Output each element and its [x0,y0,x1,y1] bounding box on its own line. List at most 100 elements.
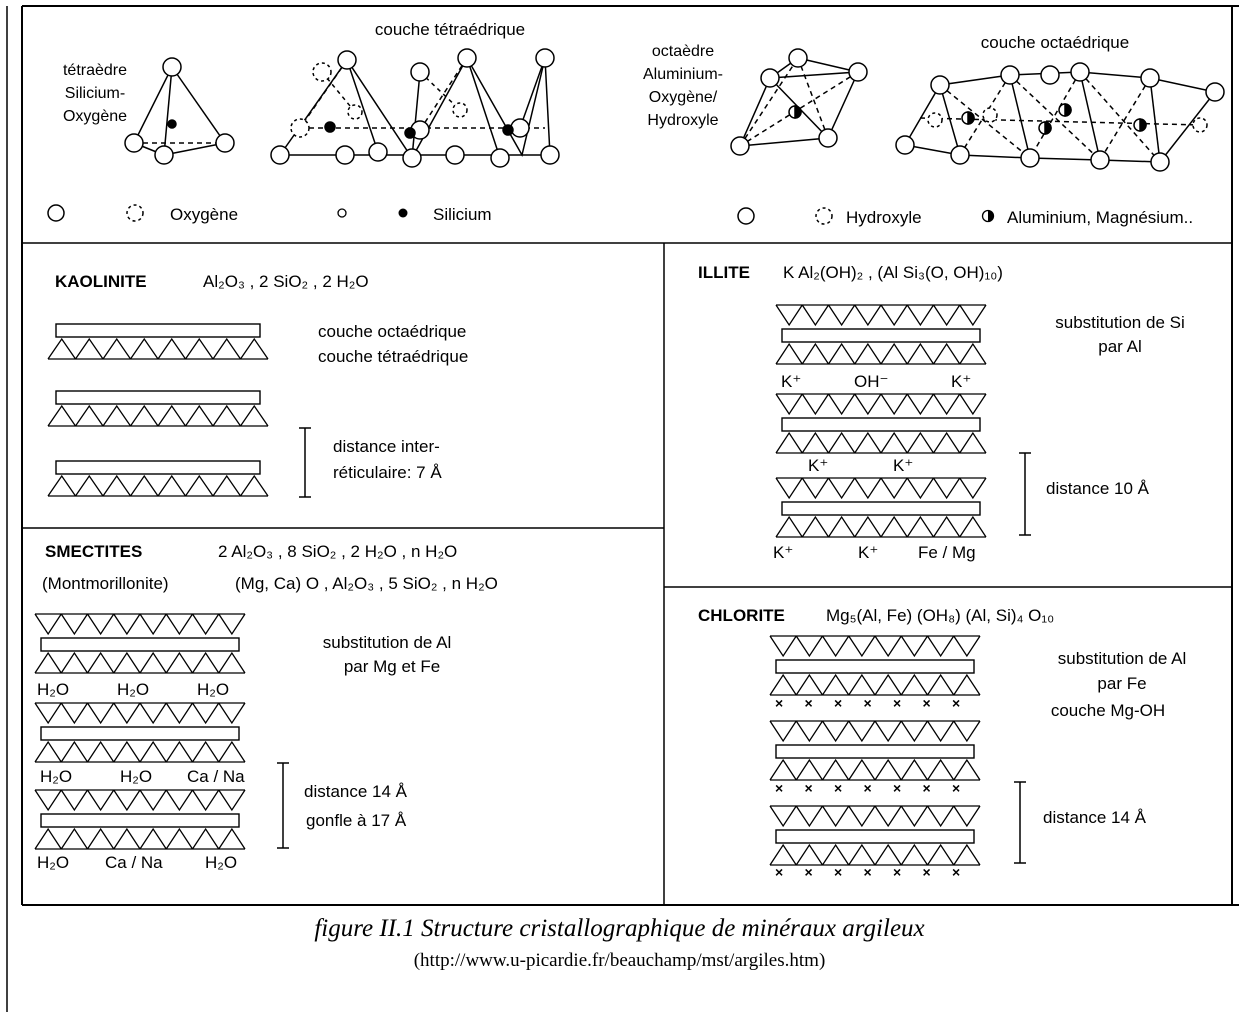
figure-source-url: (http://www.u-picardie.fr/beauchamp/mst/… [413,950,826,971]
illite-title: ILLITE [698,263,750,282]
chlorite-brucite-row-2: ××××××× [775,780,960,796]
chlorite-note-1: substitution de Al [1058,649,1187,668]
octa-label-1: octaèdre [652,43,714,60]
silicium-hidden-marker [337,208,347,218]
kaolinite-label-octa: couche octaédrique [318,322,466,341]
illite-layer-3 [775,477,987,538]
legend-hydroxyle: Hydroxyle [846,208,922,227]
chlorite-note-3: couche Mg-OH [1051,701,1165,720]
svg-text:×: × [805,695,813,711]
kaolinite-formula: Al₂O₃ , 2 SiO₂ , 2 H₂O [203,272,369,291]
structures-section: tétraèdre Silicium- Oxygène couche tétra… [47,20,1225,227]
illite-layer-2 [775,393,987,454]
chlorite-panel: CHLORITE Mg₅(Al, Fe) (OH₈) (Al, Si)₄ O₁₀… [698,606,1186,880]
illite-ion-1a: K⁺ [781,372,801,391]
kaolinite-distance-1: distance inter- [333,437,440,456]
octa-label-4: Hydroxyle [647,112,718,129]
smectites-distance-2: gonfle à 17 Å [306,811,407,830]
svg-text:×: × [923,864,931,880]
svg-text:×: × [864,695,872,711]
kaolinite-sheet-3 [47,460,269,497]
svg-text:×: × [805,780,813,796]
svg-text:×: × [952,695,960,711]
tetrahedron-drawing [124,57,235,165]
smectites-title: SMECTITES [45,542,142,561]
illite-ion-2b: K⁺ [893,456,913,475]
chlorite-note-2: par Fe [1097,674,1146,693]
figure-caption: figure II.1 Structure cristallographique… [314,915,925,942]
svg-text:×: × [893,864,901,880]
frame [6,5,1239,1012]
kaolinite-sheet-1 [47,323,269,360]
kaolinite-title: KAOLINITE [55,272,147,291]
oxygen-solid-marker [47,204,65,222]
octa-label-2: Aluminium- [643,66,723,83]
octahedron-drawing [730,48,868,156]
smectites-ion-3c: H₂O [205,853,237,872]
tetra-layer-title: couche tétraédrique [375,20,525,39]
smectites-formula-2: (Mg, Ca) O , Al₂O₃ , 5 SiO₂ , n H₂O [235,574,498,593]
illite-formula: K Al₂(OH)₂ , (Al Si₃(O, OH)₁₀) [783,263,1003,282]
octahedral-layer-drawing [895,62,1225,172]
svg-text:×: × [893,695,901,711]
legend-aluminium: Aluminium, Magnésium.. [1007,208,1193,227]
illite-note-1: substitution de Si [1055,313,1184,332]
illite-ion-3b: K⁺ [858,543,878,562]
kaolinite-label-tetra: couche tétraédrique [318,347,468,366]
illite-distance: distance 10 Å [1046,479,1150,498]
hydroxyle-hidden-marker [815,207,833,225]
tetra-label-2: Silicium- [65,85,125,102]
octa-layer-title: couche octaédrique [981,33,1129,52]
smectites-ion-2a: H₂O [40,767,72,786]
svg-text:×: × [952,780,960,796]
chlorite-layer-3 [769,805,981,866]
chlorite-layer-2 [769,720,981,781]
svg-text:×: × [864,780,872,796]
legend-silicium: Silicium [433,205,492,224]
chlorite-title: CHLORITE [698,606,785,625]
kaolinite-distance-2: réticulaire: 7 Å [333,463,442,482]
illite-ion-1b: OH⁻ [854,372,888,391]
chlorite-distance: distance 14 Å [1043,808,1147,827]
svg-text:×: × [864,864,872,880]
tetra-label-3: Oxygène [63,108,127,125]
octa-label-3: Oxygène/ [649,89,718,106]
svg-text:×: × [952,864,960,880]
svg-text:×: × [775,864,783,880]
silicium-marker [398,208,408,218]
smectites-layer-1 [34,613,246,674]
smectites-ion-1a: H₂O [37,680,69,699]
illite-ion-3a: K⁺ [773,543,793,562]
oxygen-hidden-marker [126,204,144,222]
chlorite-layer-1 [769,635,981,696]
smectites-ion-3a: H₂O [37,853,69,872]
svg-text:×: × [775,780,783,796]
svg-text:×: × [775,695,783,711]
kaolinite-sheet-2 [47,390,269,427]
svg-text:×: × [805,864,813,880]
kaolinite-panel: KAOLINITE Al₂O₃ , 2 SiO₂ , 2 H₂O couche … [47,272,468,498]
chlorite-brucite-row-1: × × × × × × × [775,695,960,711]
svg-text:×: × [893,780,901,796]
smectites-note-2: par Mg et Fe [344,657,440,676]
smectites-ion-3b: Ca / Na [105,853,163,872]
smectites-ion-2c: Ca / Na [187,767,245,786]
smectites-note-1: substitution de Al [323,633,452,652]
illite-ion-2a: K⁺ [808,456,828,475]
smectites-ion-1b: H₂O [117,680,149,699]
hydroxyle-solid-marker [737,207,755,225]
smectites-distance-1: distance 14 Å [304,782,408,801]
svg-text:×: × [923,780,931,796]
svg-text:×: × [834,864,842,880]
illite-panel: ILLITE K Al₂(OH)₂ , (Al Si₃(O, OH)₁₀) K⁺… [698,263,1185,562]
svg-text:×: × [923,695,931,711]
smectites-ion-2b: H₂O [120,767,152,786]
smectites-formula-1: 2 Al₂O₃ , 8 SiO₂ , 2 H₂O , n H₂O [218,542,457,561]
svg-text:×: × [834,695,842,711]
illite-ion-3c: Fe / Mg [918,543,976,562]
chlorite-formula: Mg₅(Al, Fe) (OH₈) (Al, Si)₄ O₁₀ [826,606,1054,625]
chlorite-brucite-row-3: × × × × × × × [775,864,960,880]
illite-ion-1c: K⁺ [951,372,971,391]
